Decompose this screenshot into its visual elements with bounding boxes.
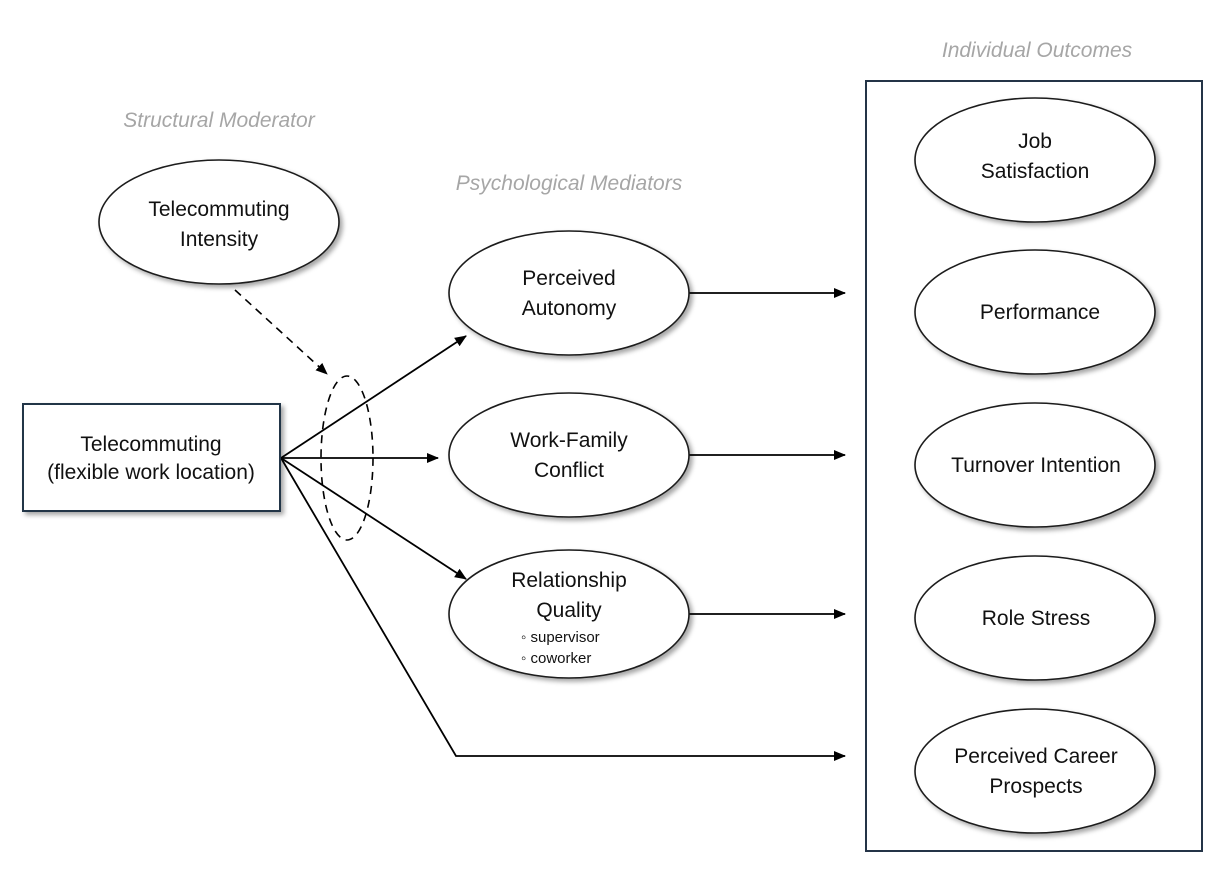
node-relationship-quality: Relationship Quality ◦ supervisor ◦ cowo…	[448, 549, 690, 679]
node-label-line: Perceived	[522, 267, 615, 290]
node-turnover-intention: Turnover Intention	[914, 402, 1156, 528]
edge-telecommuting-autonomy	[280, 335, 467, 459]
node-label-line: Telecommuting	[80, 433, 221, 456]
edge-telecommuting-direct	[280, 457, 846, 761]
mediators-group-label: Psychological Mediators	[456, 172, 683, 195]
node-label-line: Autonomy	[522, 297, 617, 320]
node-label-line: Job	[1018, 130, 1052, 153]
node-label-line: Performance	[980, 301, 1100, 324]
node-label-line: Satisfaction	[981, 160, 1090, 183]
node-telecommuting-intensity: Telecommuting Intensity	[98, 159, 340, 285]
node-label-line: Role Stress	[982, 607, 1091, 630]
outcomes-group-label: Individual Outcomes	[942, 39, 1133, 62]
node-label-line: Conflict	[534, 459, 604, 482]
node-label-line: Work-Family	[510, 429, 628, 452]
node-job-satisfaction: Job Satisfaction	[914, 97, 1156, 223]
relationship-item: ◦ supervisor	[521, 629, 600, 646]
relationship-item: ◦ coworker	[521, 650, 591, 667]
node-label-line: Prospects	[989, 775, 1082, 798]
node-label-line: Telecommuting	[148, 198, 289, 221]
node-label-line: (flexible work location)	[47, 461, 255, 484]
edge-telecommuting-relationship	[280, 457, 467, 580]
node-perceived-career-prospects: Perceived Career Prospects	[914, 708, 1156, 834]
node-work-family-conflict: Work-Family Conflict	[448, 392, 690, 518]
node-label-line: Relationship	[511, 569, 627, 592]
moderator-group-label: Structural Moderator	[123, 109, 315, 132]
node-label-line: Quality	[536, 599, 602, 622]
node-performance: Performance	[914, 249, 1156, 375]
moderation-arrow	[234, 289, 328, 375]
node-label-line: Turnover Intention	[951, 454, 1121, 477]
node-label-line: Perceived Career	[954, 745, 1117, 768]
node-role-stress: Role Stress	[914, 555, 1156, 681]
node-telecommuting: Telecommuting (flexible work location)	[22, 403, 281, 512]
node-perceived-autonomy: Perceived Autonomy	[448, 230, 690, 356]
node-label-line: Intensity	[180, 228, 259, 251]
